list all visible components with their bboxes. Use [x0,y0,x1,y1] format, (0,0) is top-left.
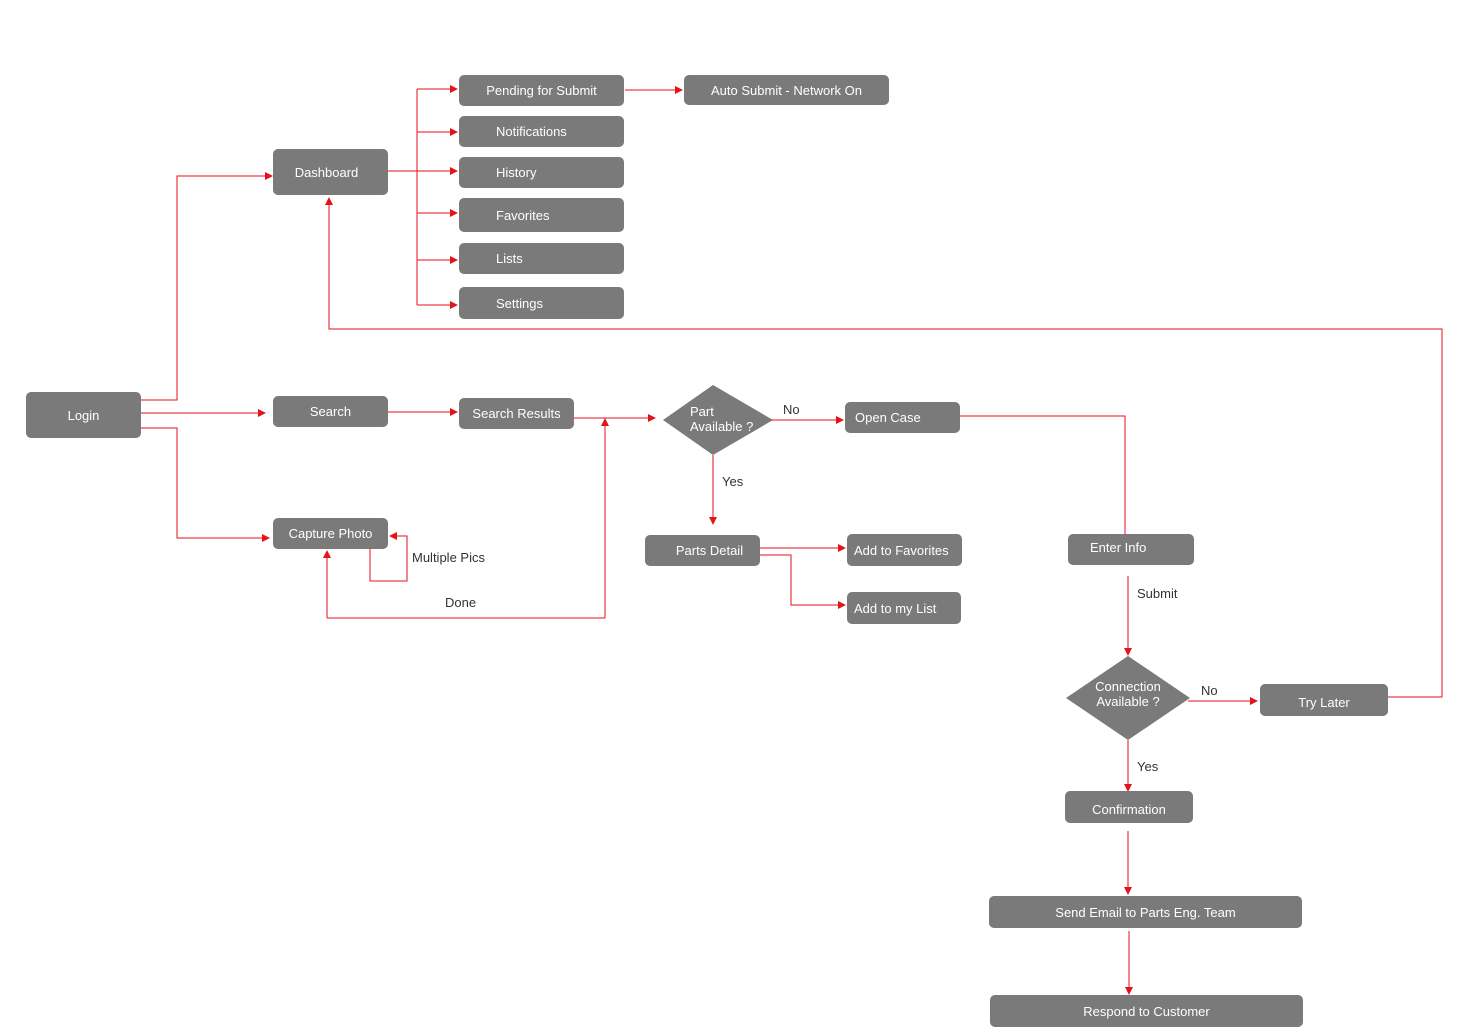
respond-to-customer-box[interactable]: Respond to Customer [990,995,1303,1027]
login-box[interactable]: Login [26,392,141,438]
connection-available-label: Connection Available ? [1095,679,1161,709]
multiple-pics-label: Multiple Pics [412,550,485,565]
yes-connection-label: Yes [1137,759,1159,774]
favorites-box[interactable]: Favorites [459,198,624,232]
confirmation-box[interactable]: Confirmation [1065,791,1193,823]
part-available-label: Part Available ? [690,404,754,434]
connector-multiple-pics-loop [369,532,408,582]
part-available-diamond [663,385,773,455]
done-label: Done [445,595,477,610]
send-email-box[interactable]: Send Email to Parts Eng. Team [989,896,1302,928]
connector-detail-list [760,554,846,609]
enter-info-box[interactable]: Enter Info [1068,534,1194,565]
history-box[interactable]: History [459,157,624,188]
connection-available-diamond [1066,656,1190,740]
no-connection-label: No [1201,683,1218,698]
settings-box[interactable]: Settings [459,287,624,319]
connector-login-dashboard [141,172,273,401]
open-case-box[interactable]: Open Case [845,402,960,433]
add-to-my-list-box[interactable]: Add to my List [847,592,961,624]
dashboard-box[interactable]: Dashboard [273,149,388,195]
parts-detail-box[interactable]: Parts Detail [645,535,760,566]
connector-login-capture [141,427,270,542]
yes-part-label: Yes [722,474,744,489]
notifications-box[interactable]: Notifications [459,116,624,147]
connector-try-later-dashboard [325,197,1443,698]
submit-label: Submit [1137,586,1178,601]
try-later-box[interactable]: Try Later [1260,684,1388,716]
no-part-label: No [783,402,800,417]
add-to-favorites-box[interactable]: Add to Favorites [847,534,962,566]
search-box[interactable]: Search [273,396,388,427]
connector-open-case-enter-info [960,415,1126,534]
pending-for-submit-box[interactable]: Pending for Submit [459,75,624,106]
lists-box[interactable]: Lists [459,243,624,274]
capture-photo-box[interactable]: Capture Photo [273,518,388,549]
search-results-box[interactable]: Search Results [459,398,574,429]
auto-submit-box[interactable]: Auto Submit - Network On [684,75,889,105]
